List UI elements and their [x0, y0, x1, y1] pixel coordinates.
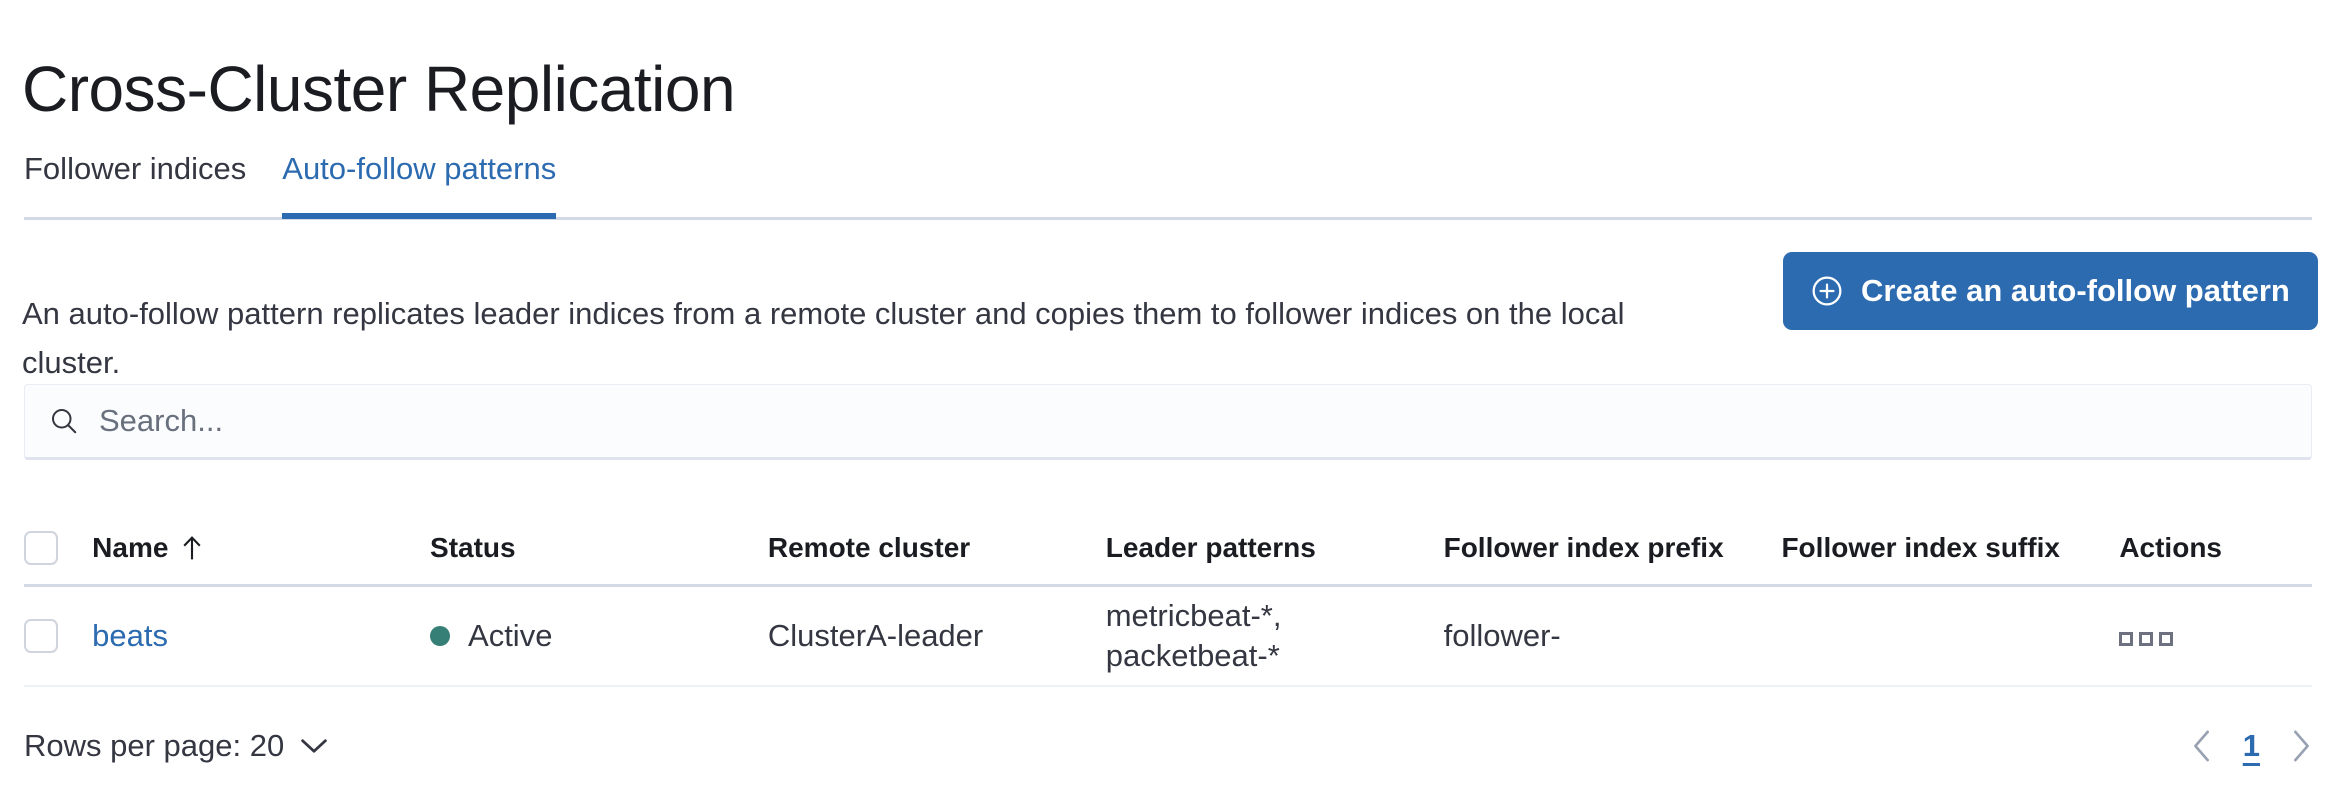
create-auto-follow-pattern-label: Create an auto-follow pattern: [1861, 273, 2290, 308]
name-sort-control[interactable]: Name: [92, 532, 204, 564]
cell-actions: [2119, 585, 2312, 687]
more-actions-dot: [2119, 632, 2134, 646]
table-footer: Rows per page: 20 1: [24, 706, 2312, 786]
column-header-follower-index-suffix[interactable]: Follower index suffix: [1781, 512, 2120, 587]
create-auto-follow-pattern-button[interactable]: Create an auto-follow pattern: [1783, 252, 2318, 330]
cell-leader-patterns: metricbeat-*, packetbeat-*: [1105, 585, 1444, 687]
status-dot-icon: [430, 626, 451, 646]
search-bar[interactable]: [24, 384, 2312, 460]
cell-name: beats: [92, 585, 431, 687]
table-row: beats Active ClusterA-leader metricbeat-…: [24, 585, 2312, 687]
tab-follower-indices-label: Follower indices: [24, 151, 247, 186]
chevron-right-icon[interactable]: [2290, 729, 2312, 763]
column-header-follower-index-suffix-label: Follower index suffix: [1781, 532, 2060, 563]
column-header-leader-patterns[interactable]: Leader patterns: [1105, 512, 1444, 587]
table-header-row: Name Status Remote cluster Leader patter…: [24, 512, 2312, 587]
more-actions-icon[interactable]: [2119, 632, 2174, 646]
tab-auto-follow-patterns[interactable]: Auto-follow patterns: [282, 136, 557, 219]
auto-follow-patterns-table: Name Status Remote cluster Leader patter…: [24, 512, 2312, 687]
status-badge: Active: [430, 618, 768, 654]
page-description: An auto-follow pattern replicates leader…: [22, 296, 1625, 380]
tab-bar: Follower indices Auto-follow patterns: [24, 136, 2312, 220]
page-title: Cross-Cluster Replication: [22, 52, 736, 125]
plus-in-circle-icon: [1812, 276, 1842, 306]
row-select-cell: [24, 585, 93, 687]
chevron-left-icon[interactable]: [2191, 729, 2213, 763]
leader-pattern-item: packetbeat-*: [1105, 638, 1280, 673]
cell-follower-index-suffix: [1781, 585, 2120, 687]
column-header-status-label: Status: [430, 532, 516, 563]
pagination: 1: [2191, 728, 2312, 764]
auto-follow-pattern-link[interactable]: beats: [92, 618, 168, 653]
chevron-down-icon: [301, 739, 327, 753]
column-header-actions-label: Actions: [2119, 532, 2222, 563]
column-header-remote-cluster-label: Remote cluster: [767, 532, 971, 563]
column-header-follower-index-prefix[interactable]: Follower index prefix: [1443, 512, 1782, 587]
column-header-leader-patterns-label: Leader patterns: [1105, 532, 1316, 563]
column-header-name-label: Name: [92, 532, 169, 563]
more-actions-dot: [2139, 632, 2154, 646]
cell-remote-cluster: ClusterA-leader: [767, 585, 1106, 687]
arrow-up-icon: [183, 536, 201, 560]
page-number-1[interactable]: 1: [2242, 728, 2260, 763]
column-header-status[interactable]: Status: [430, 512, 768, 587]
more-actions-dot: [2159, 632, 2174, 646]
leader-pattern-item: metricbeat-*,: [1105, 598, 1282, 633]
tab-follower-indices[interactable]: Follower indices: [24, 136, 246, 216]
search-input[interactable]: [99, 403, 2287, 439]
search-icon: [51, 408, 77, 434]
rows-per-page-selector[interactable]: Rows per page: 20: [24, 728, 328, 764]
column-header-actions: Actions: [2119, 512, 2312, 587]
status-label: Active: [468, 618, 553, 653]
column-header-remote-cluster[interactable]: Remote cluster: [767, 512, 1106, 587]
column-header-name[interactable]: Name: [92, 512, 431, 587]
row-checkbox[interactable]: [24, 619, 58, 653]
column-header-follower-index-prefix-label: Follower index prefix: [1443, 532, 1724, 563]
leader-patterns-list: metricbeat-*, packetbeat-*: [1106, 596, 1444, 676]
tab-auto-follow-patterns-label: Auto-follow patterns: [282, 151, 557, 186]
select-all-checkbox[interactable]: [24, 531, 58, 565]
select-all-header: [24, 512, 93, 587]
cell-follower-index-prefix: follower-: [1443, 585, 1782, 687]
rows-per-page-label: Rows per page: 20: [24, 728, 285, 763]
cell-status: Active: [430, 585, 768, 687]
